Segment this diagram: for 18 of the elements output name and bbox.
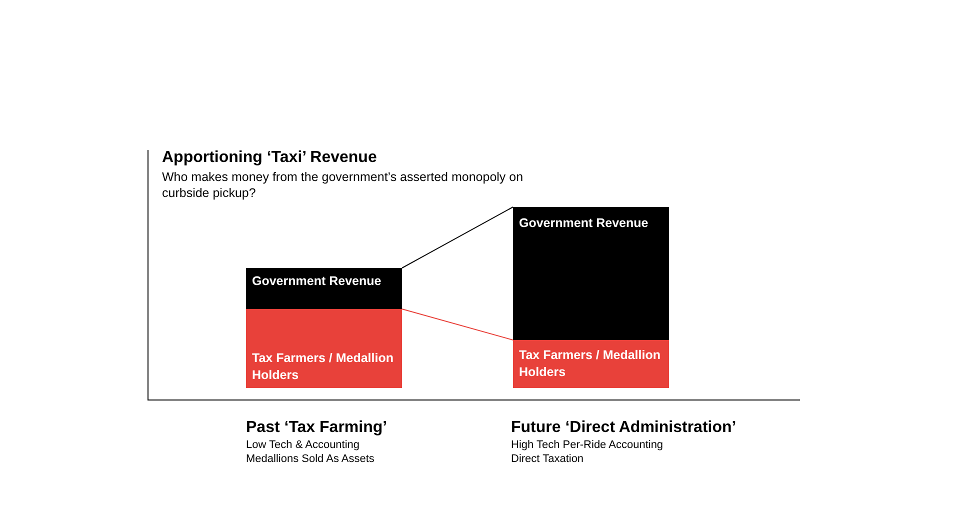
- segment-label: Tax Farmers / Medallion Holders: [252, 350, 394, 384]
- revenue-segment: [513, 340, 669, 388]
- period-note: Direct Taxation: [511, 452, 584, 466]
- connector-line: [402, 206, 514, 268]
- revenue-segment: [246, 309, 402, 388]
- segment-label: Tax Farmers / Medallion Holders: [519, 347, 662, 381]
- period-heading: Past ‘Tax Farming’: [246, 418, 388, 438]
- segment-label: Government Revenue: [519, 215, 650, 232]
- period-note: Low Tech & Accounting: [246, 438, 360, 452]
- period-heading: Future ‘Direct Administration’: [511, 418, 736, 438]
- period-note: Medallions Sold As Assets: [246, 452, 374, 466]
- segment-label: Government Revenue: [252, 273, 382, 290]
- chart-title: Apportioning ‘Taxi’ Revenue: [162, 148, 377, 168]
- chart-subtitle: Who makes money from the government’s asserted monopoly on curbside pickup?: [162, 169, 524, 202]
- period-note: High Tech Per-Ride Accounting: [511, 438, 664, 452]
- revenue-segment: [513, 207, 669, 340]
- revenue-segment: [246, 268, 402, 309]
- connector-line: [402, 308, 514, 340]
